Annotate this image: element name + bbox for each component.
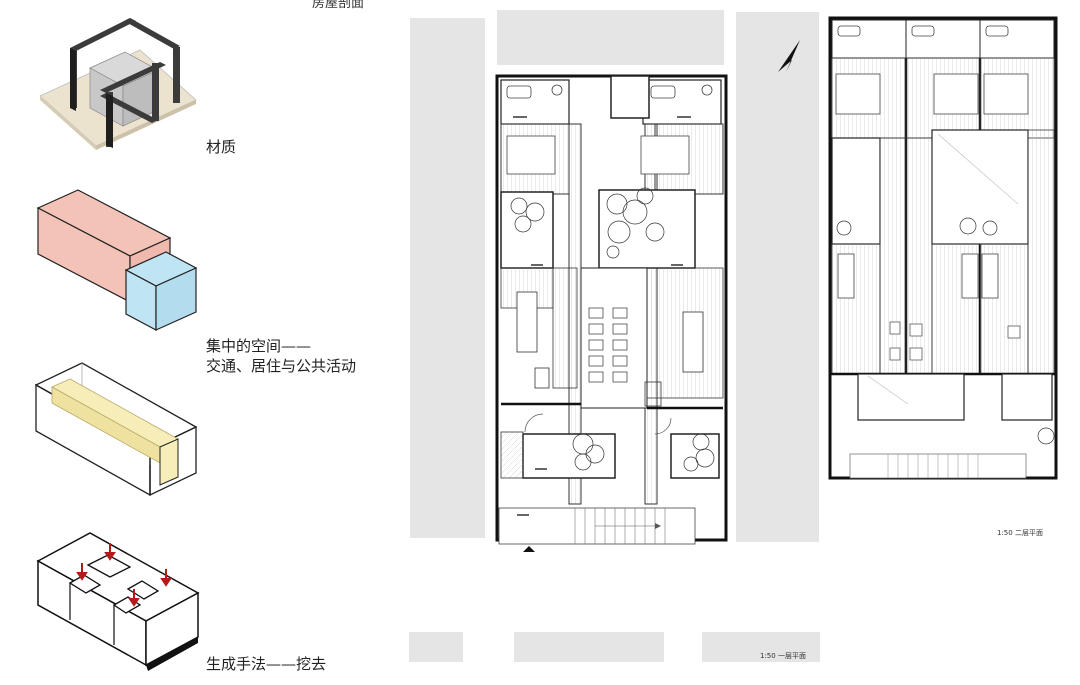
material-diagram (39, 18, 197, 150)
second-floor-plan (828, 16, 1058, 480)
plan-scale-second: 1:50 二层平面 (997, 529, 1043, 537)
caption-material: 材质 (206, 138, 237, 156)
north-arrow-icon (778, 40, 800, 72)
circulation-diagram (34, 362, 198, 497)
volume-diagram (36, 189, 198, 331)
context-block (736, 12, 819, 542)
carving-diagram (36, 532, 200, 671)
cropped-title: 房屋剖面 (312, 0, 365, 11)
context-block (702, 632, 820, 662)
caption-method: 生成手法——挖去 (206, 655, 327, 673)
context-block (409, 632, 463, 662)
ground-floor-plan (495, 74, 728, 552)
context-block (497, 10, 724, 65)
context-block (410, 18, 485, 538)
context-block (514, 632, 664, 662)
caption-space: 集中的空间—— 交通、居住与公共活动 (206, 337, 357, 375)
plan-scale-ground: 1:50 一层平面 (760, 652, 806, 660)
